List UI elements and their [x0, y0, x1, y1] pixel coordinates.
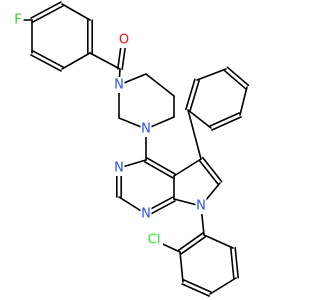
bond — [144, 161, 174, 179]
bond-lines — [17, 1, 250, 297]
bond — [30, 1, 62, 19]
bond — [203, 234, 234, 249]
atom-label-o: O — [119, 33, 129, 48]
bond — [187, 109, 202, 160]
bond — [177, 232, 204, 252]
bond — [89, 52, 121, 70]
bond — [239, 86, 248, 116]
atom-label-background — [195, 198, 207, 214]
bond — [61, 52, 91, 70]
atom-label-background — [113, 77, 125, 93]
bond — [146, 200, 176, 217]
bond — [61, 3, 91, 21]
bond — [173, 158, 202, 177]
bond — [32, 5, 64, 23]
bond — [201, 156, 223, 183]
bond — [198, 159, 220, 186]
bond — [179, 251, 184, 283]
atom-label-n5: N — [196, 199, 206, 214]
atom-label-n2: N — [141, 122, 151, 137]
bond — [180, 235, 207, 255]
bond — [30, 54, 62, 72]
bond — [196, 68, 227, 81]
atom-label-background — [140, 121, 152, 137]
bond — [145, 73, 175, 97]
bond — [209, 112, 240, 127]
bond — [185, 78, 196, 111]
bond — [146, 157, 176, 175]
atom-label-n3: N — [114, 161, 124, 176]
atom-label-n1: N — [114, 78, 124, 93]
molecule-structure: F O N N N N N Cl — [12, 1, 250, 297]
bond — [230, 247, 235, 280]
bond — [211, 116, 242, 131]
bond — [226, 66, 250, 87]
atom-label-background — [145, 232, 163, 248]
atom-label-n4: N — [141, 207, 151, 222]
bond — [209, 277, 237, 295]
atom-labels: F O N N N N N Cl — [12, 12, 207, 248]
bond — [234, 246, 239, 279]
bond — [183, 279, 212, 293]
bond — [187, 109, 212, 129]
atom-label-background — [113, 160, 125, 176]
atom-label-background — [12, 12, 24, 28]
atom-label-f: F — [14, 13, 21, 28]
bond — [189, 79, 200, 112]
bond — [32, 50, 64, 68]
atom-label-cl: Cl — [148, 233, 161, 248]
atom-label-background — [118, 32, 130, 48]
bond — [223, 69, 247, 90]
atom-label-background — [140, 206, 152, 222]
bond — [181, 283, 210, 297]
